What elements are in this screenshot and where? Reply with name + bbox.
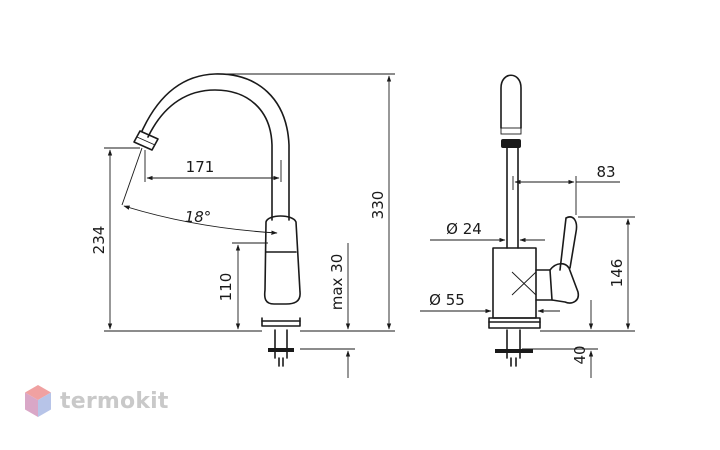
dim-total-height-label: 330 <box>369 191 387 220</box>
dim-angle-label: 18° <box>185 208 212 226</box>
dimension-shank-length: 40 <box>522 300 598 378</box>
dim-reach-label: 171 <box>186 158 215 176</box>
dimension-spout-height: 234 <box>90 147 262 332</box>
faucet-side-view <box>133 73 301 367</box>
dim-handle-depth-label: 83 <box>596 163 615 181</box>
hexagon-logo-icon <box>25 385 51 417</box>
dimension-angle: 18° <box>121 147 278 235</box>
dimension-handle-height: 110 <box>217 242 268 330</box>
dim-body-height-label: 146 <box>608 259 626 288</box>
dimension-reach: 171 <box>144 150 282 182</box>
dimension-hose-diameter: Ø 24 <box>430 220 545 243</box>
dimension-handle-depth: 83 <box>512 163 620 215</box>
dimension-total-height: 330 <box>215 73 395 332</box>
dim-max-deck-label: max 30 <box>328 254 346 311</box>
dimension-max-deck: max 30 <box>300 243 355 378</box>
faucet-front-view <box>488 74 580 367</box>
dim-handle-height-label: 110 <box>217 273 235 302</box>
dim-body-diameter-label: Ø 55 <box>429 291 465 309</box>
dim-shank-length-label: 40 <box>571 345 589 364</box>
dim-hose-diameter-label: Ø 24 <box>446 220 482 238</box>
dim-spout-height-label: 234 <box>90 226 108 255</box>
dimension-body-height: 146 <box>540 216 635 332</box>
brand-logo: termokit <box>24 384 169 418</box>
dimension-body-diameter: Ø 55 <box>420 291 560 314</box>
brand-name: termokit <box>60 388 169 414</box>
